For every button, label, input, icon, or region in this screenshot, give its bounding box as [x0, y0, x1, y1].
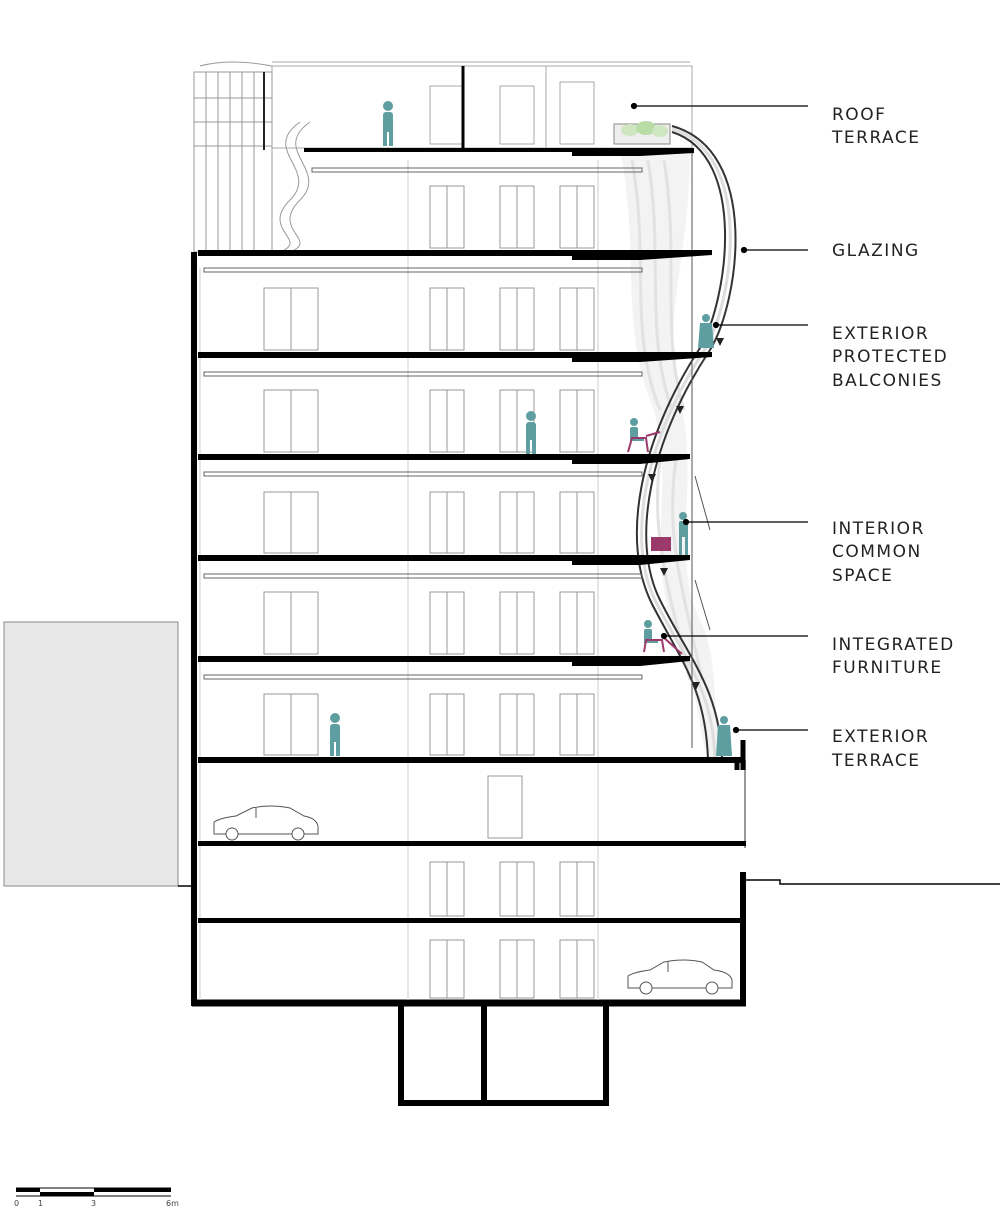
interior-partition-line	[694, 475, 711, 531]
door	[487, 775, 523, 839]
glazing-support-markers	[648, 338, 724, 690]
scale-tick-0: 0	[14, 1199, 19, 1208]
callout-roof-terrace: ROOF TERRACE	[831, 105, 921, 148]
ground-line-right	[745, 879, 1000, 885]
callout-leaders	[630, 102, 808, 734]
roof-planter	[613, 121, 671, 145]
slab-level-1	[198, 757, 743, 763]
slab-level-6	[198, 250, 712, 260]
roof-slab	[304, 148, 694, 156]
car-lower	[627, 959, 733, 995]
scale-bar: 0 1 3 6m	[14, 1187, 179, 1208]
car-upper	[213, 805, 319, 841]
scale-tick-3: 3	[91, 1199, 96, 1208]
ceiling-lines	[203, 167, 643, 680]
person-exterior-terrace	[716, 716, 732, 756]
integrated-furniture-pieces	[627, 431, 683, 655]
interior-partition-line-2	[694, 579, 711, 631]
slab-basement-2	[198, 918, 743, 923]
callout-integrated-furniture: INTEGRATED FURNITURE	[832, 635, 962, 678]
slab-level-4	[198, 454, 690, 464]
scale-tick-1: 1	[38, 1199, 43, 1208]
interior-doors	[263, 185, 595, 999]
callout-glazing: GLAZING	[832, 241, 920, 261]
person-level-1	[330, 713, 340, 756]
foundation-pit	[398, 1006, 609, 1106]
slab-basement-1	[198, 841, 746, 846]
structural-grid-lines	[199, 160, 599, 1000]
person-balcony-5	[698, 314, 714, 348]
neighboring-building	[3, 621, 179, 887]
person-roof	[383, 101, 393, 146]
floor-slabs	[198, 148, 746, 923]
callout-exterior-terrace: EXTERIOR TERRACE	[831, 727, 936, 771]
slab-level-5	[198, 352, 712, 362]
slab-level-2	[198, 656, 690, 666]
person-level-4	[526, 411, 536, 454]
slab-level-3	[198, 555, 690, 565]
stair-tower	[193, 61, 311, 253]
scale-tick-6m: 6m	[166, 1199, 179, 1208]
callout-interior-common-space: INTERIOR COMMON SPACE	[832, 519, 932, 586]
callout-exterior-protected-balconies: EXTERIOR PROTECTED BALCONIES	[832, 324, 955, 391]
